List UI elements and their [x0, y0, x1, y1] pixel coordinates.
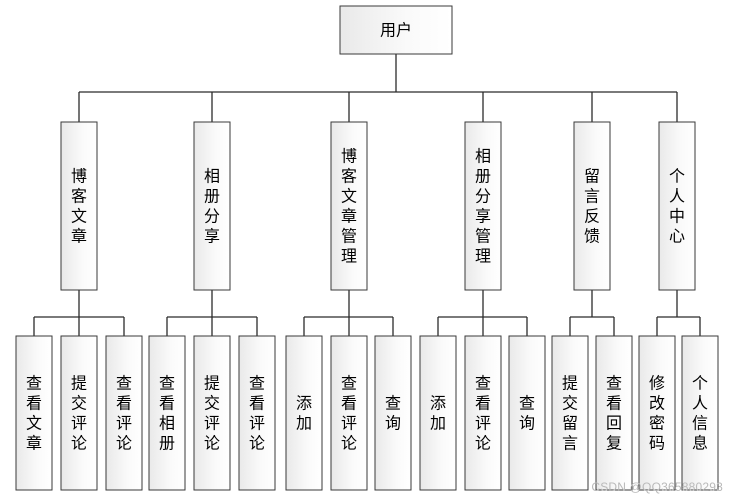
node-box	[595, 335, 633, 491]
node-add-2: 添加	[419, 335, 457, 491]
node-label: 查看评论	[475, 374, 491, 453]
node-label: 修改密码	[649, 374, 665, 453]
node-view-comment-3: 查看评论	[330, 335, 368, 491]
node-blog-article: 博客文章	[60, 121, 98, 291]
node-box	[105, 335, 143, 491]
node-box	[508, 335, 546, 491]
node-submit-message: 提交留言	[551, 335, 589, 491]
node-label: 相册分享管理	[475, 147, 491, 266]
node-box	[681, 335, 719, 491]
node-label: 个人信息	[692, 374, 708, 453]
watermark: CSDN @QQ365880293	[591, 480, 723, 494]
node-label: 留言反馈	[584, 167, 600, 246]
node-query-1: 查询	[374, 335, 412, 491]
node-box	[658, 121, 696, 291]
node-view-comment-1: 查看评论	[105, 335, 143, 491]
node-user: 用户	[339, 5, 453, 55]
node-view-comment-4: 查看评论	[464, 335, 502, 491]
node-label: 查看文章	[26, 374, 42, 453]
node-submit-comment-2: 提交评论	[193, 335, 231, 491]
node-label: 博客文章管理	[341, 147, 357, 266]
node-box	[330, 121, 368, 291]
node-blog-article-manage: 博客文章管理	[330, 121, 368, 291]
node-album-share-manage: 相册分享管理	[464, 121, 502, 291]
node-label: 博客文章	[71, 167, 87, 246]
node-view-article: 查看文章	[15, 335, 53, 491]
node-query-2: 查询	[508, 335, 546, 491]
node-box	[573, 121, 611, 291]
node-label: 提交评论	[204, 374, 220, 453]
node-label: 查看评论	[341, 374, 357, 453]
node-album-share: 相册分享	[193, 121, 231, 291]
node-box	[60, 121, 98, 291]
node-box	[330, 335, 368, 491]
node-label: 查看评论	[249, 374, 265, 453]
node-label: 查询	[385, 394, 401, 433]
connector-lines	[33, 54, 701, 336]
node-label: 查询	[519, 394, 535, 433]
node-personal-center: 个人中心	[658, 121, 696, 291]
node-message-feedback: 留言反馈	[573, 121, 611, 291]
node-view-album: 查看相册	[148, 335, 186, 491]
node-change-password: 修改密码	[638, 335, 676, 491]
node-label: 提交留言	[562, 374, 578, 453]
node-add-1: 添加	[285, 335, 323, 491]
node-box	[638, 335, 676, 491]
node-label: 添加	[430, 394, 446, 433]
node-submit-comment-1: 提交评论	[60, 335, 98, 491]
node-box	[193, 335, 231, 491]
node-label: 用户	[380, 21, 412, 40]
node-label: 查看评论	[116, 374, 132, 453]
node-label: 查看回复	[606, 374, 622, 453]
node-box	[339, 5, 453, 55]
node-label: 相册分享	[204, 167, 220, 246]
node-box	[285, 335, 323, 491]
node-box	[464, 335, 502, 491]
node-box	[238, 335, 276, 491]
node-label: 个人中心	[669, 167, 685, 246]
node-label: 提交评论	[71, 374, 87, 453]
node-personal-info: 个人信息	[681, 335, 719, 491]
node-box	[148, 335, 186, 491]
node-box	[419, 335, 457, 491]
node-view-reply: 查看回复	[595, 335, 633, 491]
node-box	[374, 335, 412, 491]
node-box	[15, 335, 53, 491]
node-view-comment-2: 查看评论	[238, 335, 276, 491]
node-label: 添加	[296, 394, 312, 433]
node-label: 查看相册	[159, 374, 175, 453]
node-box	[464, 121, 502, 291]
node-box	[551, 335, 589, 491]
node-box	[193, 121, 231, 291]
node-box	[60, 335, 98, 491]
